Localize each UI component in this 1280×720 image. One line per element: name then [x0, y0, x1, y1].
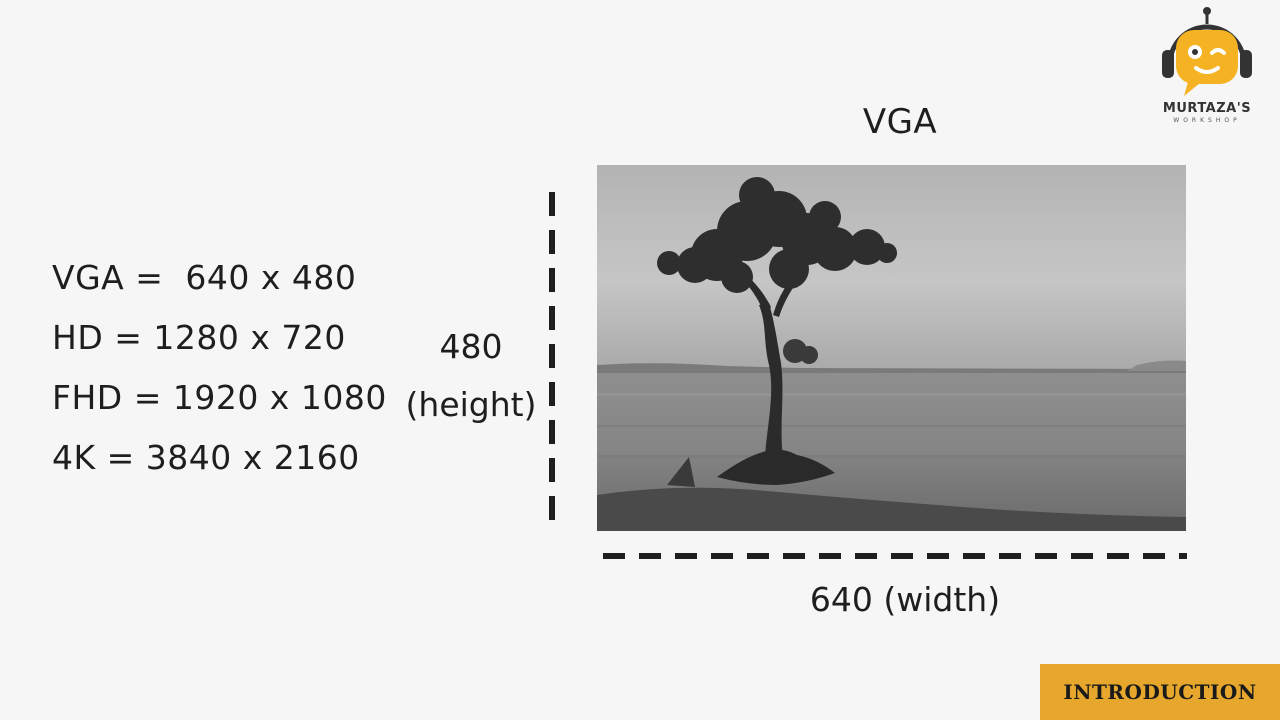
width-label: 640 (width): [809, 580, 1001, 619]
resolution-4k: 4K = 3840 x 2160: [52, 438, 360, 477]
section-badge: INTRODUCTION: [1040, 664, 1280, 720]
resolution-fhd: FHD = 1920 x 1080: [52, 378, 387, 417]
brand-logo: MURTAZA'S WORKSHOP: [1148, 6, 1266, 128]
resolution-hd: HD = 1280 x 720: [52, 318, 346, 357]
logo-subtitle: WORKSHOP: [1173, 117, 1241, 124]
robot-icon: [1162, 7, 1252, 96]
resolution-list: VGA = 640 x 480 HD = 1280 x 720 FHD = 19…: [52, 248, 387, 488]
height-unit: (height): [405, 385, 537, 424]
height-value: 480: [439, 327, 503, 366]
width-dashed-line: [603, 553, 1187, 559]
resolution-vga: VGA = 640 x 480: [52, 258, 357, 297]
height-dashed-line: [549, 192, 555, 528]
height-label: 480 (height): [398, 318, 544, 434]
tree-photo: [597, 165, 1186, 531]
section-badge-label: INTRODUCTION: [1063, 680, 1257, 704]
diagram-title: VGA: [862, 102, 938, 142]
logo-wordmark: MURTAZA'S: [1162, 101, 1252, 116]
